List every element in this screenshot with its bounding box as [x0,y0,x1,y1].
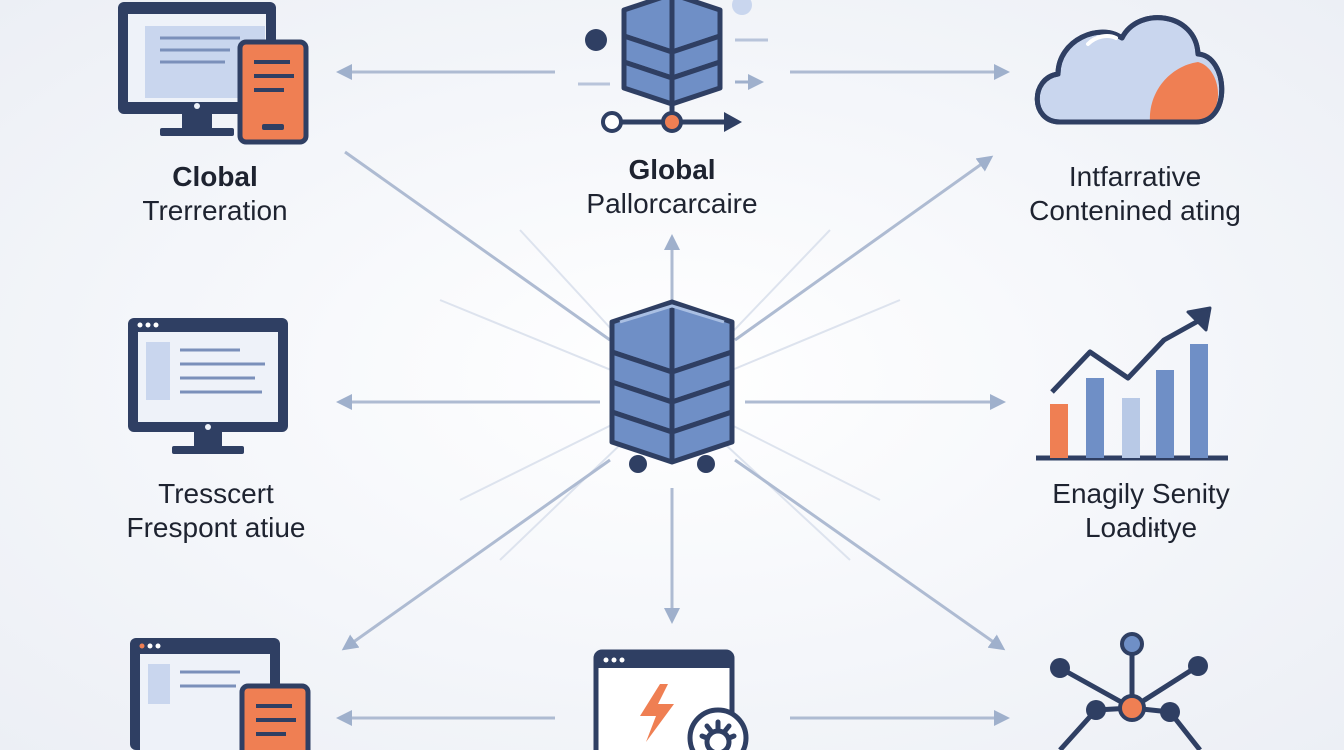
label-top-left-line2: Trerreration [142,195,288,226]
network-graph-icon [1050,632,1208,750]
cloud-icon [1034,15,1225,125]
central-server-icon [609,299,735,473]
label-top-left: Clobal Trerreration [110,160,320,228]
label-top-center: Global Pallorcarcaire [540,153,804,221]
label-mid-right-line2: Loadiᵻtye [1084,512,1198,543]
edge-center-top-right [734,155,994,342]
edge-center-bottom-left [341,458,611,651]
label-top-right: Intfarrative Contenined ating [990,160,1280,228]
monitor-icon [128,318,288,454]
desktop-document-icon-bottom [130,638,311,750]
label-top-center-line2: Pallorcarcaire [586,188,758,219]
label-top-center-line1: Global [628,154,716,185]
desktop-document-icon [118,2,309,145]
label-top-left-line1: Clobal [172,161,258,192]
label-top-right-line2: Contenined ating [1029,195,1241,226]
bar-chart-growth-icon [1036,306,1228,461]
label-mid-right: Enagily Senity Loadiᵻtye [1016,477,1266,545]
edge-center-top-left [344,150,611,342]
label-top-right-line1: Intfarrative [1068,161,1202,192]
edge-center-bottom-right [734,458,1006,651]
label-mid-left-line1: Tresscert [158,478,274,509]
label-mid-right-line1: Enagily Senity [1052,478,1230,509]
connection-lines [336,64,1010,726]
label-mid-left-line2: Frespont atiue [126,512,306,543]
browser-lightning-gear-icon [593,649,749,750]
label-mid-left: Tresscert Frespont atiue [96,477,336,545]
server-stack-icon [578,0,768,133]
